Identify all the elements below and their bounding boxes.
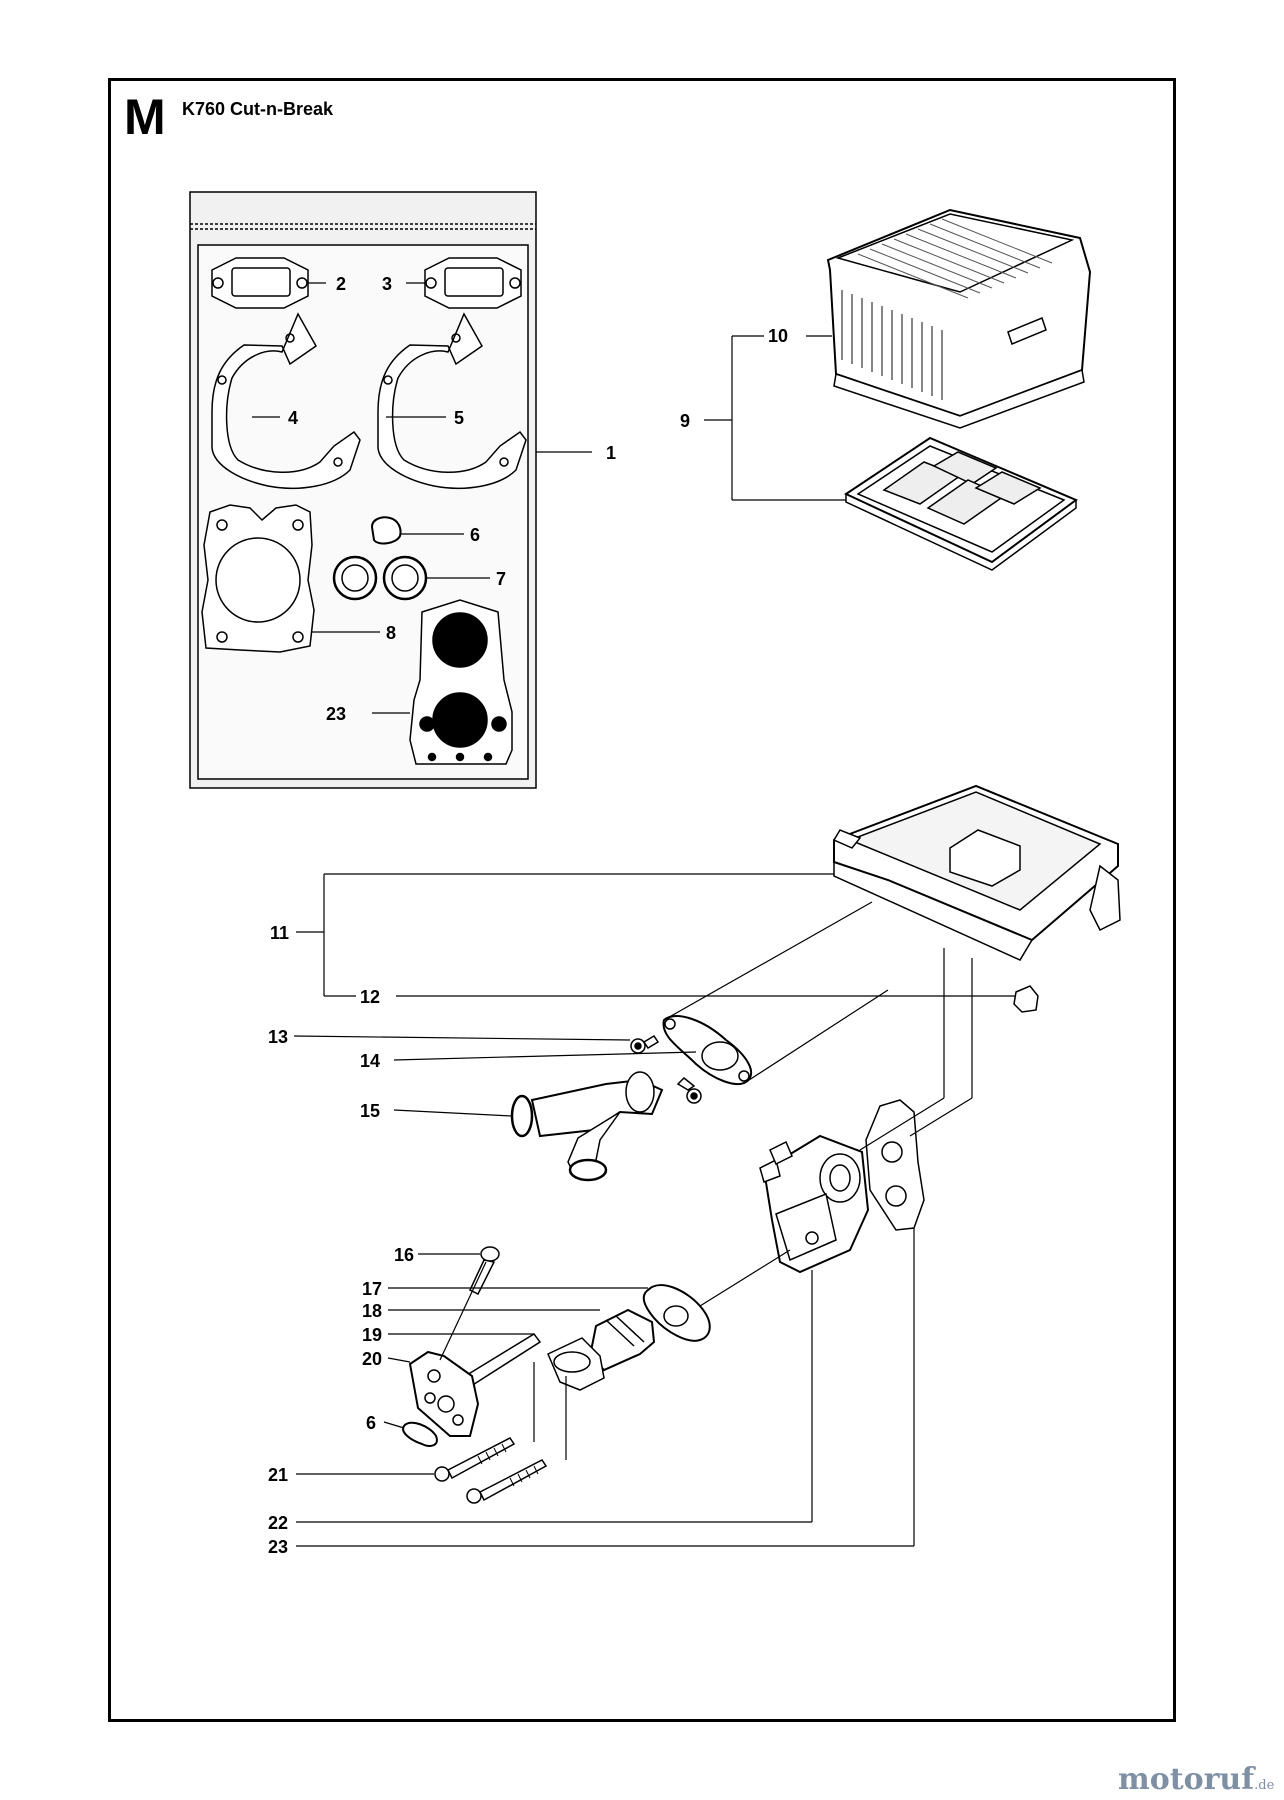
callout-23: 23 [268, 1537, 288, 1557]
callout-16: 16 [394, 1245, 414, 1265]
carburettor [759, 1134, 870, 1274]
callout-22: 22 [268, 1513, 288, 1533]
screw-13b [676, 1076, 702, 1104]
intake-boot-18 [547, 1308, 656, 1391]
callout-9: 9 [680, 411, 690, 431]
callout-1: 1 [606, 443, 616, 463]
cylinder-gasket-8 [201, 504, 315, 653]
callout-labels: 2 3 4 5 1 6 7 8 23 10 9 11 12 13 14 15 1… [268, 274, 788, 1557]
callout-6: 6 [470, 525, 480, 545]
diagram-title: K760 Cut-n-Break [182, 99, 334, 119]
intake-flange-14 [662, 1015, 753, 1085]
callout-13: 13 [268, 1027, 288, 1047]
callout-3: 3 [382, 274, 392, 294]
callout-12: 12 [360, 987, 380, 1007]
air-filter-cover-10 [826, 208, 1092, 429]
air-filter-base-11 [832, 784, 1121, 961]
section-letter: M [124, 89, 166, 145]
washer-12 [1013, 985, 1039, 1013]
callout-21: 21 [268, 1465, 288, 1485]
carburettor-flange-17 [642, 1284, 711, 1342]
callout-5: 5 [454, 408, 464, 428]
bolt-21 [434, 1437, 516, 1482]
callout-11: 11 [270, 923, 289, 943]
intake-tube-15 [510, 1071, 664, 1182]
seal-rings-7 [332, 555, 428, 601]
crankcase-gasket-4 [211, 312, 361, 489]
callout-15: 15 [360, 1101, 380, 1121]
watermark-brand: motoruf [1118, 1762, 1255, 1797]
o-ring-6-lower [402, 1421, 438, 1447]
callout-2: 2 [336, 274, 346, 294]
callout-14: 14 [360, 1051, 380, 1071]
watermark-logo: motoruf.de [1118, 1765, 1274, 1795]
callout-19: 19 [362, 1325, 382, 1345]
callout-23-kit: 23 [326, 704, 346, 724]
watermark-suffix: .de [1254, 1778, 1275, 1793]
bolt-22 [466, 1459, 548, 1504]
callout-20: 20 [362, 1349, 382, 1369]
pre-filter [843, 436, 1079, 571]
screw-16 [469, 1246, 500, 1296]
callout-18: 18 [362, 1301, 382, 1321]
o-ring-6 [370, 516, 402, 545]
exhaust-gasket-2 [211, 257, 309, 309]
screw-13 [630, 1034, 660, 1054]
carburettor-gasket-23-installed [865, 1099, 925, 1231]
exhaust-gasket-3 [424, 257, 522, 309]
choke-cover-20 [408, 1350, 480, 1437]
diagram-frame [108, 78, 1176, 1722]
callout-8: 8 [386, 623, 396, 643]
callout-17: 17 [362, 1279, 382, 1299]
callout-7: 7 [496, 569, 506, 589]
callout-10: 10 [768, 326, 788, 346]
callout-6-lower: 6 [366, 1413, 376, 1433]
crankcase-gasket-5 [377, 312, 527, 489]
leader-lines [252, 282, 1016, 1547]
callout-4: 4 [288, 408, 298, 428]
carburettor-gasket-23 [409, 599, 513, 765]
